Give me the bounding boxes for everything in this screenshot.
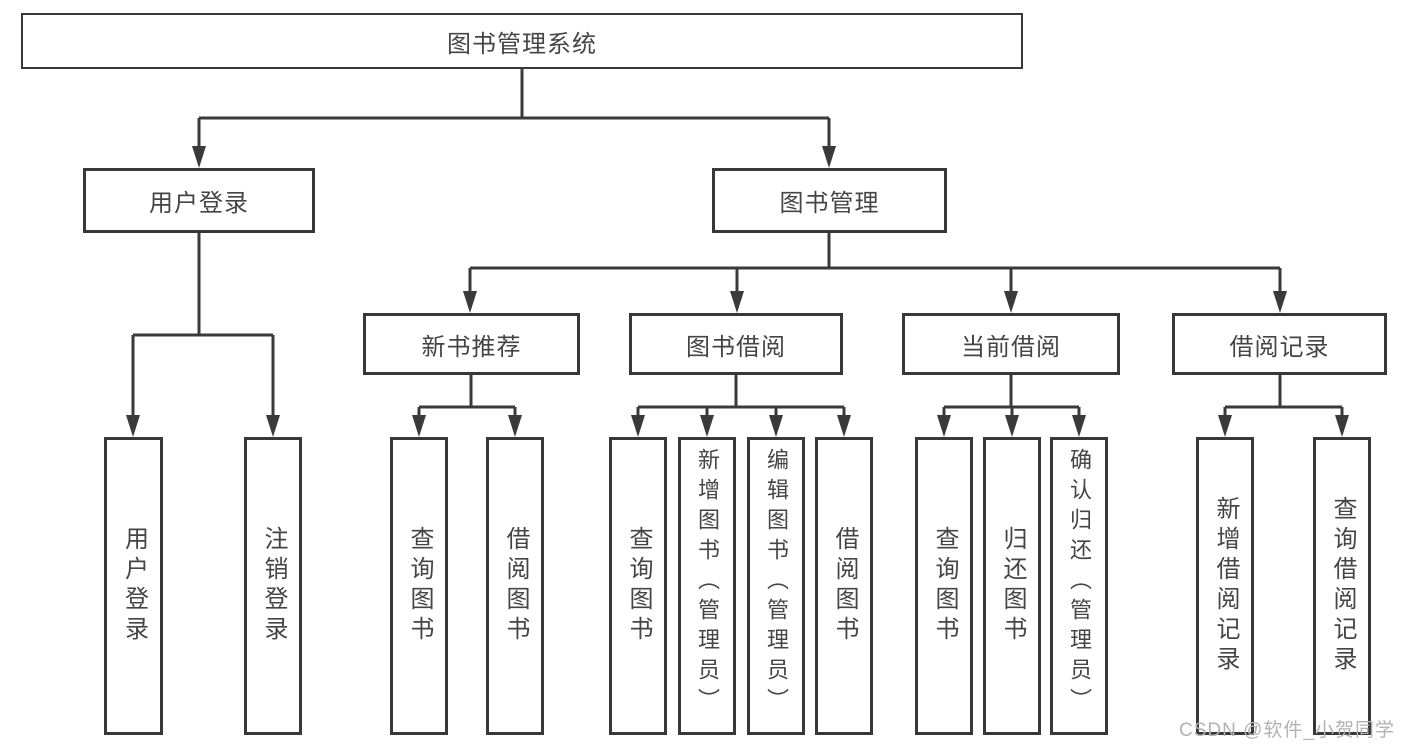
arrow-down-icon [1218,415,1232,437]
node-label: 借阅记录 [1229,333,1330,361]
leaf-query-books-recommend: 查询图书 [390,437,448,735]
leaf-query-books-current: 查询图书 [915,437,973,735]
arrow-down-icon [1335,415,1349,437]
connector-book-borrow-split [631,375,851,437]
leaf-confirm-return-admin: 确认归还（管理员） [1050,437,1108,735]
node-user-login: 用户登录 [83,168,315,233]
node-new-book-recommendation: 新书推荐 [363,313,580,375]
node-label: 新书推荐 [421,333,522,361]
node-label: 确认归还（管理员） [1067,448,1092,718]
arrow-down-icon [1072,415,1086,437]
leaf-add-books-admin: 新增图书（管理员） [678,437,736,735]
leaf-add-borrow-record: 新增借阅记录 [1196,437,1254,735]
arrow-down-icon [1273,291,1287,313]
node-label: 查询图书 [625,526,652,646]
node-book-borrowing: 图书借阅 [629,313,843,375]
watermark: CSDN @软件_小贺同学 [1179,720,1395,741]
arrow-down-icon [822,146,836,168]
connector-current-borrow-split [937,375,1086,437]
node-label: 编辑图书（管理员） [764,448,789,718]
node-label: 查询借阅记录 [1329,496,1356,676]
node-label: 注销登录 [260,526,287,646]
leaf-edit-books-admin: 编辑图书（管理员） [747,437,805,735]
node-label: 图书管理系统 [447,30,597,58]
arrow-down-icon [631,415,645,437]
arrow-down-icon [837,415,851,437]
node-label: 归还图书 [999,526,1026,646]
node-label: 图书借阅 [686,333,786,361]
node-library-system-root: 图书管理系统 [21,13,1023,69]
arrow-down-icon [1005,415,1019,437]
connector-new-rec-split [412,375,522,437]
node-book-management: 图书管理 [712,168,947,233]
arrow-down-icon [508,415,522,437]
leaf-logout-login: 注销登录 [244,437,302,735]
arrow-down-icon [266,415,280,437]
arrow-down-icon [769,415,783,437]
arrow-down-icon [463,291,477,313]
connector-book-mgmt-split [463,233,1287,313]
connector-borrow-records-split [1218,375,1349,437]
node-label: 图书管理 [779,190,880,217]
connector-root-split [192,69,836,168]
leaf-query-borrow-record: 查询借阅记录 [1313,437,1371,735]
node-label: 新增借阅记录 [1212,496,1239,676]
node-borrowing-records: 借阅记录 [1172,313,1387,375]
arrow-down-icon [730,291,744,313]
leaf-borrow-books: 借阅图书 [815,437,873,735]
node-label: 查询图书 [931,526,958,646]
node-label: 当前借阅 [961,333,1061,361]
arrow-down-icon [700,415,714,437]
arrow-down-icon [412,415,426,437]
node-label: 用户登录 [120,526,148,646]
arrow-down-icon [192,146,206,168]
node-label: 借阅图书 [831,526,858,646]
connector-user-login-split [126,233,280,437]
leaf-borrow-books-recommend: 借阅图书 [486,437,544,735]
leaf-user-login: 用户登录 [104,437,163,735]
node-current-borrowing: 当前借阅 [902,313,1120,375]
node-label: 新增图书（管理员） [695,448,720,718]
leaf-return-books: 归还图书 [983,437,1041,735]
node-label: 借阅图书 [502,526,529,646]
leaf-query-books-borrow: 查询图书 [609,437,667,735]
node-label: 用户登录 [149,190,249,217]
arrow-down-icon [126,415,140,437]
arrow-down-icon [1004,291,1018,313]
node-label: 查询图书 [406,526,433,646]
arrow-down-icon [937,415,951,437]
